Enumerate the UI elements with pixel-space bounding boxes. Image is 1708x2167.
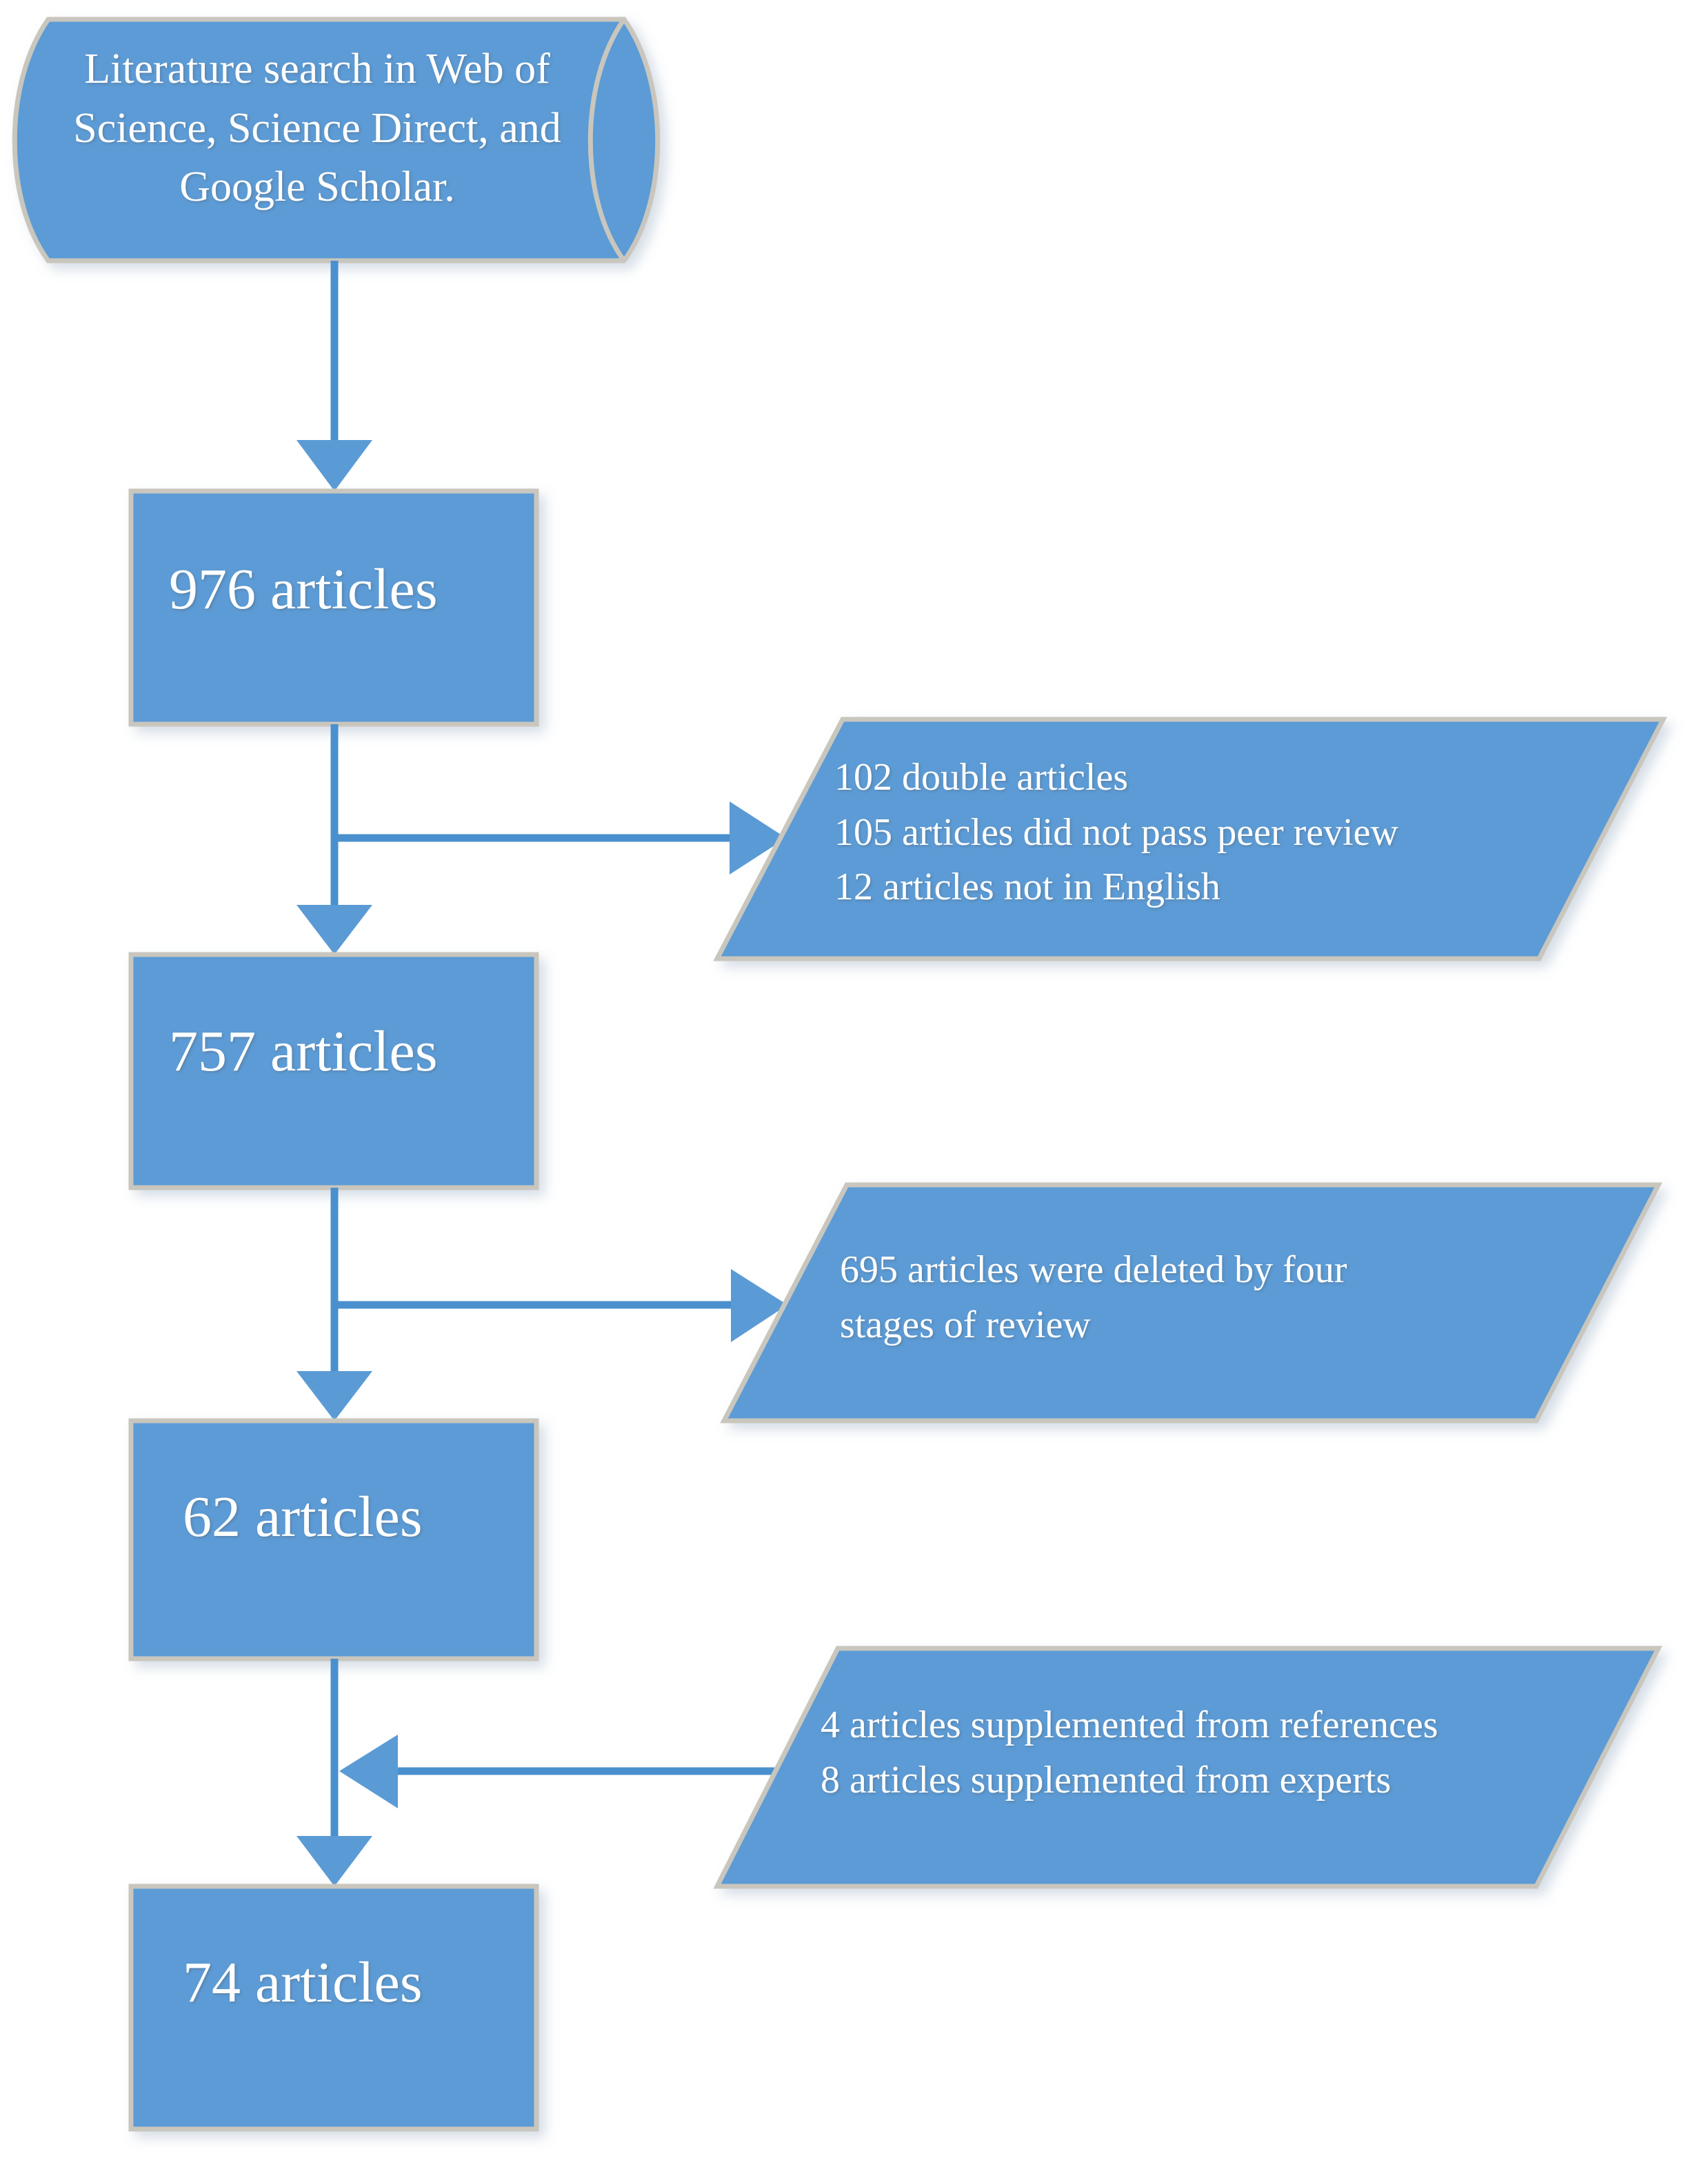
node-74-shape [128, 1884, 539, 2132]
connector-976-to-757 [297, 724, 372, 955]
side-node-excluded2-shape [720, 1182, 1662, 1424]
connector-976-to-excluded1 [334, 801, 786, 875]
connector-757-to-excluded2 [334, 1269, 787, 1342]
node-62-shape [128, 1418, 539, 1661]
node-976-shape [128, 488, 539, 727]
connector-added1-to-trunk [339, 1735, 793, 1808]
connector-62-to-74 [297, 1659, 372, 1886]
connector-source-to-976 [297, 261, 372, 491]
side-node-added1-shape [713, 1646, 1662, 1889]
connector-757-to-62 [297, 1188, 372, 1421]
side-node-excluded1-shape [713, 717, 1667, 961]
source-cylinder-shape [12, 17, 661, 263]
node-757-shape [128, 952, 539, 1190]
